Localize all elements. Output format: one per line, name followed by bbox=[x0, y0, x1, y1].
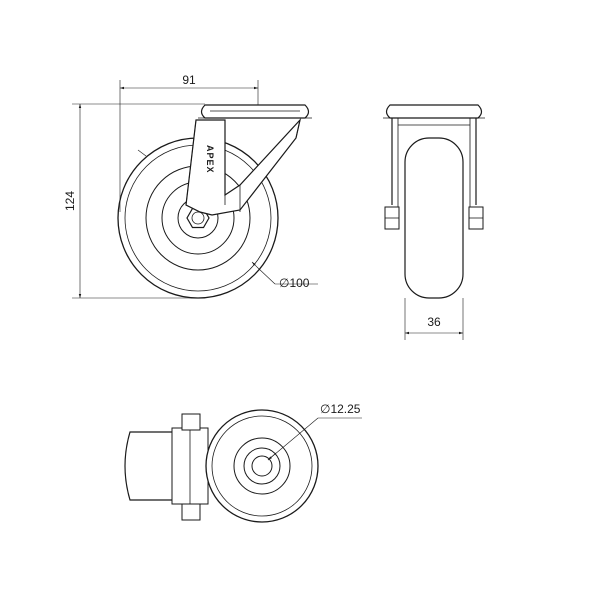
top-plate-side bbox=[198, 104, 312, 119]
side-view: APEX ∅100 91 124 bbox=[63, 73, 318, 299]
fork-side bbox=[185, 117, 302, 216]
bolt-hole-label: ∅12.25 bbox=[320, 402, 361, 416]
width-dimension bbox=[119, 80, 259, 212]
bottom-view bbox=[124, 409, 362, 523]
brand-logo: APEX bbox=[205, 145, 215, 174]
height-dimension bbox=[72, 103, 205, 299]
diameter-leader bbox=[251, 261, 318, 285]
wheel-width-label: 36 bbox=[427, 315, 441, 329]
width-dimension-label: 91 bbox=[182, 73, 196, 87]
end-view bbox=[383, 104, 485, 340]
wheel-diameter-label: ∅100 bbox=[279, 276, 310, 290]
height-dimension-label: 124 bbox=[63, 191, 77, 211]
